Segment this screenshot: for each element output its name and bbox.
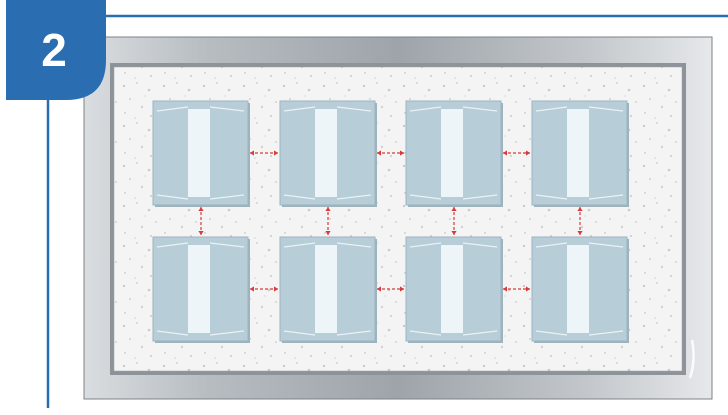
tile-center-strip: [188, 245, 210, 333]
tile: [532, 237, 629, 343]
tile: [280, 237, 377, 343]
tile-center-strip: [315, 245, 337, 333]
tile: [280, 101, 377, 207]
tile: [532, 101, 629, 207]
tile: [153, 101, 250, 207]
tile: [406, 237, 503, 343]
tile-center-strip: [315, 109, 337, 197]
step-number: 2: [41, 24, 67, 76]
step-number-badge: 2: [6, 0, 106, 100]
tile-center-strip: [567, 245, 589, 333]
tile-center-strip: [441, 109, 463, 197]
tile-center-strip: [441, 245, 463, 333]
tile: [153, 237, 250, 343]
tile: [406, 101, 503, 207]
tile-center-strip: [188, 109, 210, 197]
tile-center-strip: [567, 109, 589, 197]
